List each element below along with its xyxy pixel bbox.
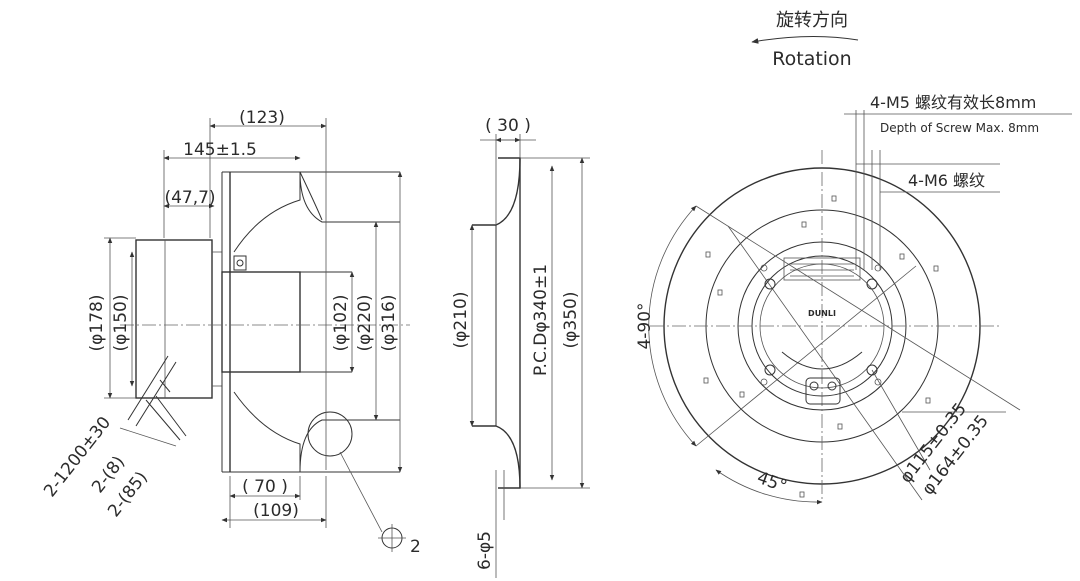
impeller-blade-top	[233, 171, 323, 253]
dim-102: (φ102)	[331, 295, 351, 352]
rotation-arrow	[751, 35, 859, 44]
dim-pcd-340: P.C.Dφ340±1	[531, 264, 551, 376]
dim-109: (109)	[253, 501, 299, 521]
callout-m5-en: Depth of Screw Max. 8mm	[880, 121, 1039, 135]
rotation-label-en: Rotation	[772, 48, 851, 70]
connector	[805, 377, 841, 405]
cable	[127, 355, 187, 441]
dim-178: (φ178)	[87, 295, 107, 352]
rotation-indicator: 旋转方向 Rotation	[751, 10, 859, 70]
hub-fins	[783, 257, 861, 281]
dim-6-holes: 6-φ5	[475, 531, 495, 570]
angle-arc-45	[715, 469, 823, 505]
dim-145: 145±1.5	[183, 140, 257, 160]
dim-210: (φ210)	[451, 292, 471, 349]
dim-70: ( 70 )	[242, 477, 288, 497]
detail-2-label: 2	[410, 537, 421, 557]
bracket	[233, 255, 247, 271]
dim-30: ( 30 )	[485, 116, 531, 136]
motor-hub	[221, 271, 301, 373]
section-view: ( 30 ) (φ210) P.C.Dφ340±1 (φ350) 6-φ5	[451, 116, 590, 578]
dim-123: (123)	[239, 108, 285, 128]
motor-body	[135, 239, 213, 399]
mounting-marks	[703, 195, 939, 498]
dim-350: (φ350)	[561, 292, 581, 349]
dim-angle-90: 4-90°	[635, 302, 655, 349]
callout-m6-cn: 4-M6 螺纹	[908, 171, 985, 190]
rotation-label-cn: 旋转方向	[776, 10, 848, 31]
angle-arc-90	[648, 205, 697, 447]
dim-316: (φ316)	[379, 295, 399, 352]
front-view: 4-90° 45° DUNLI	[635, 93, 1072, 505]
impeller-blade-bottom	[233, 391, 301, 472]
detail-circle	[307, 411, 353, 457]
hub-logo: DUNLI	[808, 309, 836, 318]
dim-47-7: (47,7)	[164, 188, 215, 208]
dim-220: (φ220)	[355, 295, 375, 352]
dim-150: (φ150)	[111, 295, 131, 352]
side-view: 2 (123) 145±1.5 (47,7) (φ178) (φ150) (φ1…	[40, 108, 421, 557]
callout-m5-cn: 4-M5 螺纹有效长8mm	[870, 93, 1036, 112]
screw-holes	[760, 264, 882, 386]
